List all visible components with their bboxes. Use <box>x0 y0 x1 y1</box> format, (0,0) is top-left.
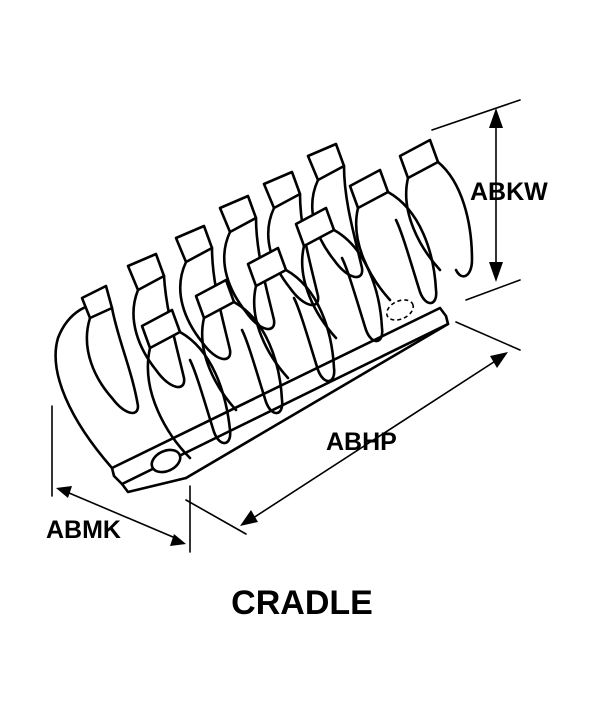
back-tabs <box>80 142 346 320</box>
front-fingers <box>146 160 474 460</box>
arrow-down-icon <box>489 262 503 282</box>
arrow-left-icon <box>240 510 258 526</box>
mounting-hole-front <box>150 448 182 474</box>
arrow-right-icon <box>490 352 508 368</box>
mounting-hole-rear <box>385 299 415 321</box>
dimension-height <box>431 99 521 301</box>
figure-caption: CRADLE <box>231 584 373 622</box>
length-label: ABHP <box>326 428 397 456</box>
arrow-up-icon <box>489 108 503 128</box>
width-label: ABMK <box>46 516 121 544</box>
cradle-part <box>54 138 474 494</box>
dimension-length <box>185 321 521 535</box>
arrow-right-small-icon <box>170 534 186 546</box>
dimension-width <box>51 405 191 553</box>
arrow-left-small-icon <box>56 486 72 498</box>
height-label: ABKW <box>470 178 548 206</box>
